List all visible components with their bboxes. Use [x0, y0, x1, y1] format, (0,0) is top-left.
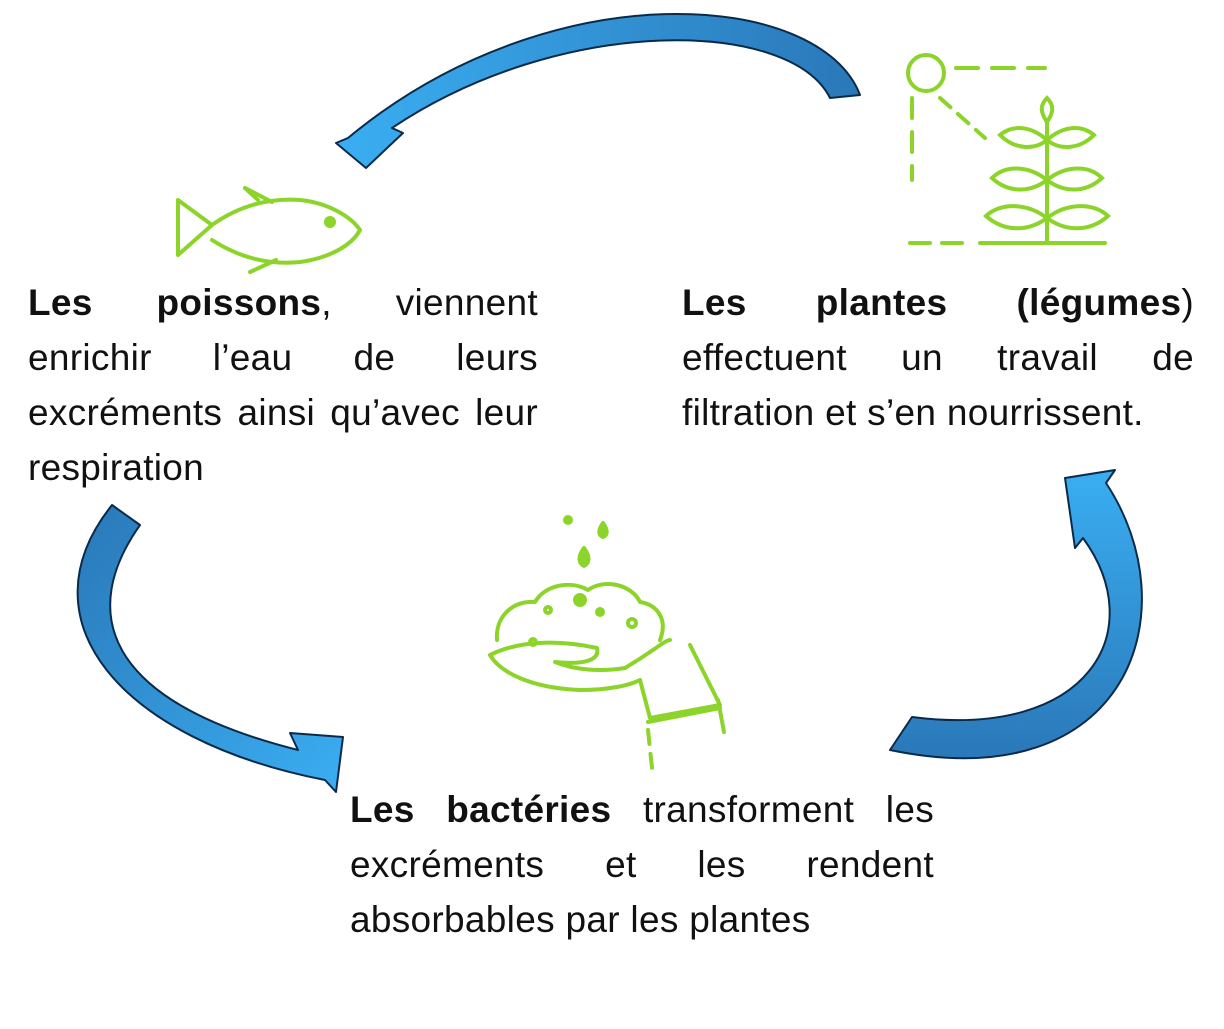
- fish-icon: [176, 186, 362, 274]
- fish-text: , viennent enrichir l’eau de leurs excré…: [28, 282, 538, 488]
- plant-growth-icon: [906, 53, 1111, 245]
- plants-description: Les plantes (légumes) effectuent un trav…: [682, 275, 1194, 440]
- plants-title: Les plantes (légumes: [682, 282, 1182, 323]
- bacteria-title: Les bactéries: [350, 789, 612, 830]
- fish-title: Les poissons: [28, 282, 322, 323]
- fish-description: Les poissons, viennent enrichir l’eau de…: [28, 275, 538, 495]
- hand-soil-icon: [488, 515, 726, 770]
- bacteria-text: transforment les excréments et les rende…: [350, 789, 934, 940]
- plants-text: ) effectuent un travail de filtration et…: [682, 282, 1194, 433]
- bacteria-description: Les bactéries transforment les excrément…: [350, 782, 934, 947]
- arrow-bacteria-to-plants: [889, 469, 1143, 760]
- arrow-fish-to-bacteria: [76, 504, 344, 793]
- arrow-plants-to-fish: [335, 13, 861, 169]
